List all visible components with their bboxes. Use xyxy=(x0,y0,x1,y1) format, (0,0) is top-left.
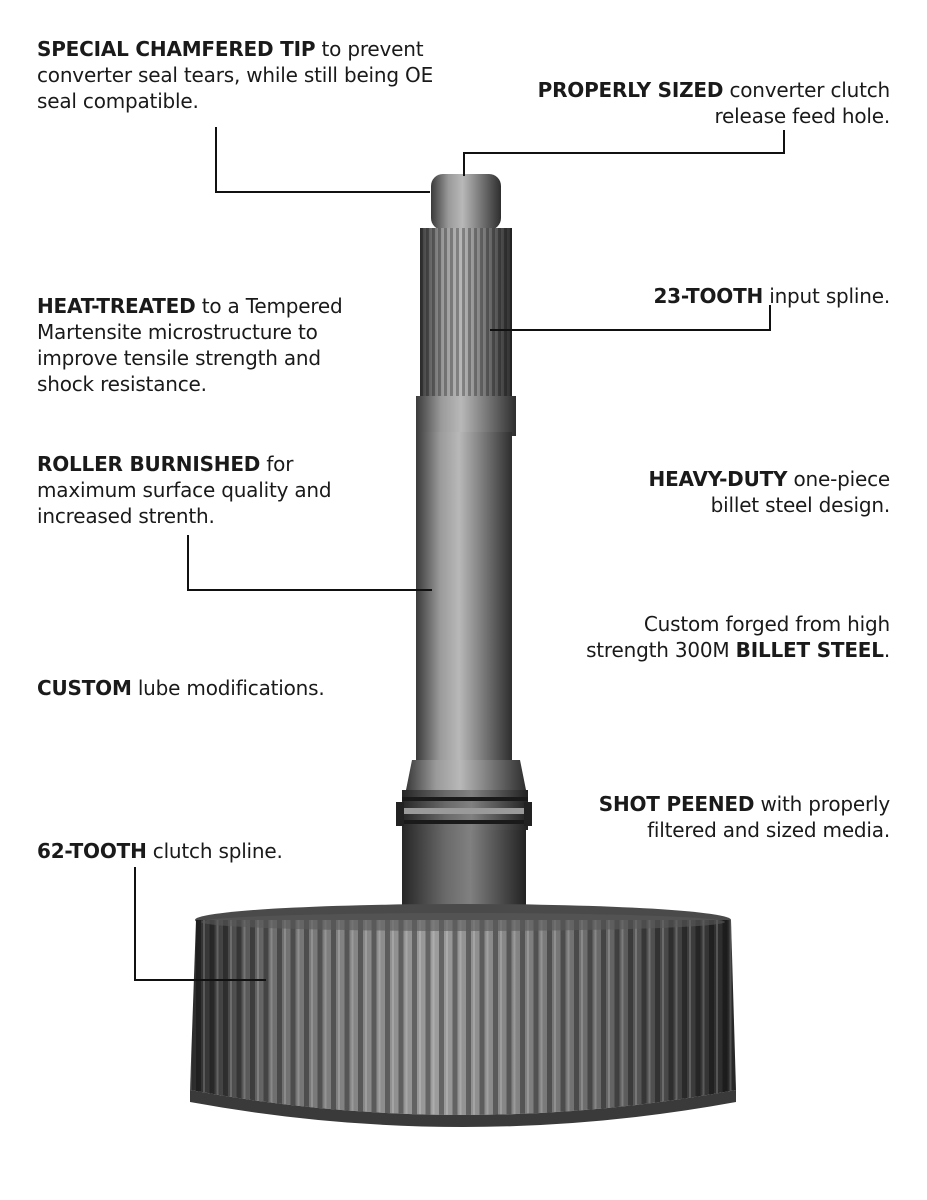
lube-ring-section xyxy=(396,790,532,830)
callout-chamfered-tip: SPECIAL CHAMFERED TIP to prevent convert… xyxy=(37,37,434,113)
shaft-body xyxy=(406,396,526,790)
callout-shot-peened: SHOT PEENED with properly filtered and s… xyxy=(598,792,890,842)
shaft-tip xyxy=(431,174,501,230)
leader-input-spline xyxy=(490,305,771,331)
callout-roller-burnished: ROLLER BURNISHED for maximum surface qua… xyxy=(37,452,332,528)
leader-clutch-spline xyxy=(134,867,266,981)
callout-feed-hole: PROPERLY SIZED converter clutch release … xyxy=(537,78,891,128)
shaft-lower xyxy=(402,830,526,915)
clutch-gear xyxy=(190,904,736,1127)
callout-custom-lube: CUSTOM lube modifications. xyxy=(37,676,325,700)
callout-clutch-spline: 62-TOOTH clutch spline. xyxy=(37,839,283,863)
callout-billet-steel: Custom forged from high strength 300M BI… xyxy=(586,612,890,662)
leader-feed-hole xyxy=(463,130,785,176)
callout-heat-treated: HEAT-TREATED to a Tempered Martensite mi… xyxy=(37,294,343,396)
input-spline xyxy=(420,228,512,398)
callout-heavy-duty: HEAVY-DUTY one-piece billet steel design… xyxy=(648,467,891,517)
leader-roller-burnished xyxy=(187,535,432,591)
leader-chamfered-tip xyxy=(215,127,430,193)
callout-input-spline: 23-TOOTH input spline. xyxy=(653,284,890,308)
